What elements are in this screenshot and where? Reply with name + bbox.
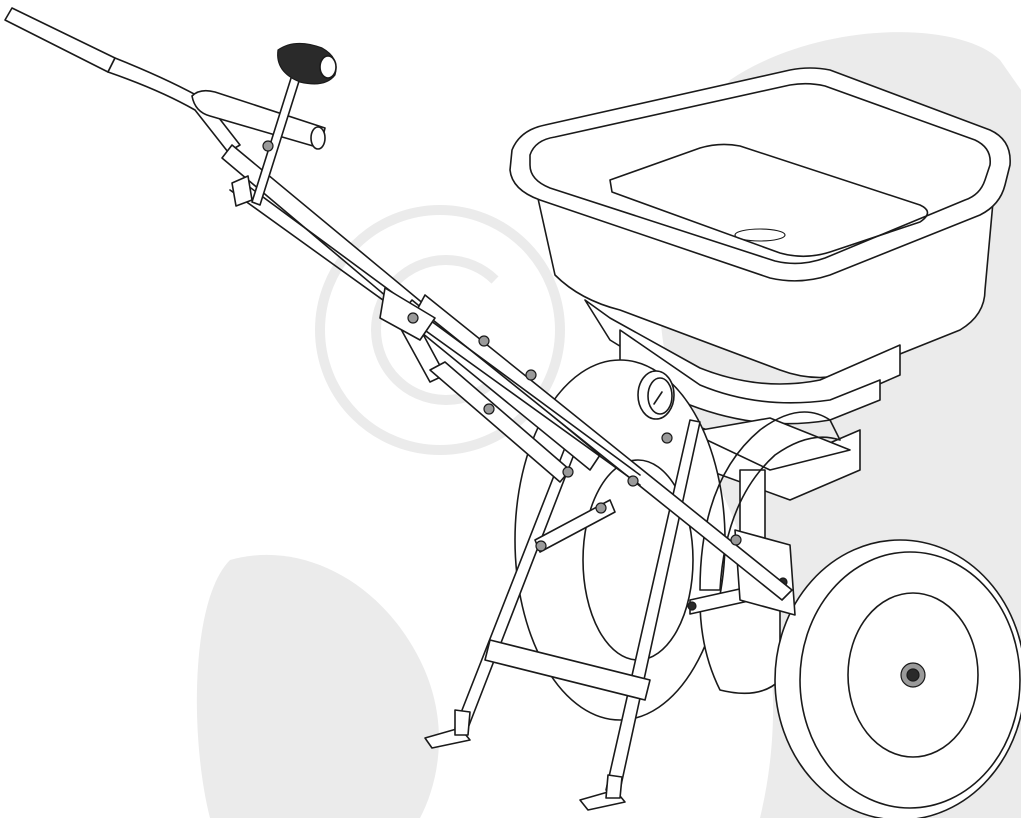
bolt-icon [407,312,419,324]
lower-cross-brace [484,639,651,701]
handle-tube [4,7,116,73]
foot-bracket-right [605,774,623,799]
bolt-icon [730,534,742,546]
hopper-rim-inner [529,82,992,265]
hopper-opening [609,143,929,258]
hopper-rim-outer [509,67,1011,282]
foot-bracket-left [454,709,471,736]
agitator-plate [689,417,851,471]
rate-gauge [637,370,675,420]
bolt-icon [262,140,274,152]
bolt-icon [661,432,673,444]
handle-shaft-lower-2 [417,294,793,601]
bolt-icon [483,403,495,415]
wheel-hub-nut-icon [906,668,920,682]
hopper-drain [734,228,786,242]
watermark-c [371,255,499,405]
watermark-ring [315,205,565,455]
bolt-icon [562,466,574,478]
handle-assembly [4,7,793,601]
bolt-icon [525,369,537,381]
lever-clamp [231,175,253,207]
control-rod [229,189,641,486]
bolt-icon [595,502,607,514]
bolt-icon [627,475,639,487]
control-knob-cap-icon [319,55,337,79]
link-plate [379,287,436,341]
rate-gauge-needle [653,391,663,405]
crossbar-end [310,126,326,150]
bolt-icon [687,601,697,611]
right-wheel [774,539,1021,818]
rate-gauge-face [647,377,673,415]
control-rod-2 [239,179,641,476]
right-wheel-rim [847,592,979,758]
watermark-blob-bottom [196,554,439,818]
front-arch [699,411,841,591]
rate-gauge-dial-icon [637,370,675,420]
bolt-icon [535,540,547,552]
bolt-icon [478,335,490,347]
